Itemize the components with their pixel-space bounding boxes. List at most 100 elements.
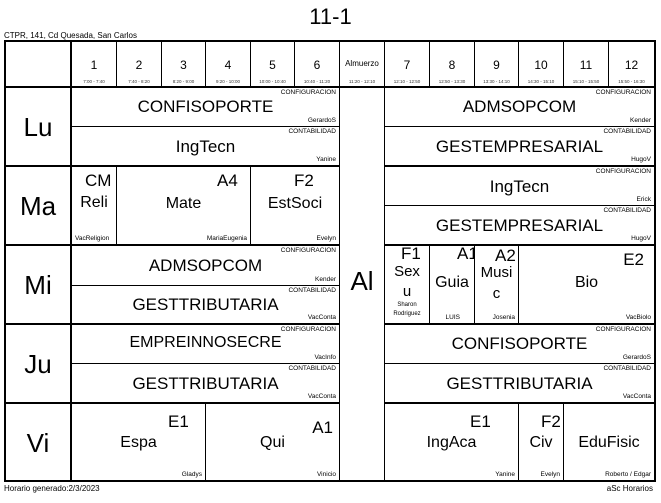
lesson-room: E2 bbox=[623, 250, 644, 269]
software-credit: aSc Horarios bbox=[606, 484, 653, 493]
period-time: 13:30 - 14:10 bbox=[483, 79, 510, 84]
lesson-group: CONTABILIDAD bbox=[288, 128, 336, 135]
lesson-teacher: VacBiolo bbox=[625, 314, 651, 321]
lesson-mi-3[interactable]: A2 Musi c Josenia bbox=[475, 246, 519, 325]
lesson-subject: GESTTRIBUTARIA bbox=[132, 374, 279, 393]
lesson-group: CONFIGURACION bbox=[280, 89, 336, 96]
period-number: 3 bbox=[180, 58, 187, 72]
lesson-teacher: Roberto / Edgar bbox=[605, 471, 651, 478]
lesson-teacher: VacInfo bbox=[314, 354, 336, 361]
lesson-subject: GESTEMPRESARIAL bbox=[435, 216, 604, 235]
lesson-teacher: Erick bbox=[636, 196, 651, 203]
lesson-group: CONTABILIDAD bbox=[603, 207, 651, 214]
period-header-1: 1 7:00 - 7:40 bbox=[72, 42, 117, 88]
period-header-2: 2 7:40 - 8:20 bbox=[117, 42, 162, 88]
lesson-teacher: GerardoS bbox=[307, 117, 336, 124]
lesson-vi-2[interactable]: A1 Qui Vinicio bbox=[206, 404, 340, 480]
lesson-teacher: VacConta bbox=[622, 393, 651, 400]
lesson-teacher: Josenia bbox=[492, 314, 515, 321]
lesson-subject: Espa bbox=[120, 434, 157, 451]
lesson-vi-3[interactable]: E1 IngAca Yanine bbox=[385, 404, 519, 480]
period-header-5: 5 10:00 - 10:40 bbox=[251, 42, 295, 88]
lesson-room: F2 bbox=[294, 171, 314, 190]
lesson-subject: Sex bbox=[394, 263, 420, 280]
lesson-vi-1[interactable]: E1 Espa Gladys bbox=[72, 404, 206, 480]
lesson-subject: Musi bbox=[480, 264, 513, 281]
lesson-room: CM bbox=[85, 171, 112, 190]
period-time: 12:50 - 13:30 bbox=[438, 79, 466, 84]
lesson-subject: EduFisic bbox=[578, 434, 640, 451]
period-header-11: 11 15:10 - 15:50 bbox=[564, 42, 609, 88]
lesson-ma-3[interactable]: F2 EstSoci Evelyn bbox=[251, 167, 340, 246]
period-number: 1 bbox=[90, 58, 98, 72]
lesson-lu-pm-1[interactable]: CONFIGURACION ADMSOPCOM Kender bbox=[385, 88, 654, 127]
lesson-vi-4[interactable]: F2 Civ Evelyn bbox=[519, 404, 564, 480]
lesson-ju-am-1[interactable]: CONFIGURACION EMPREINNOSECRE VacInfo bbox=[72, 325, 340, 364]
lunch-header: Almuerzo 11:20 - 12:10 bbox=[340, 42, 385, 88]
lesson-ma-1[interactable]: CM Reli VacReligion bbox=[72, 167, 117, 246]
generated-date: Horario generado:2/3/2023 bbox=[4, 484, 100, 493]
lesson-room: A1 bbox=[312, 418, 333, 437]
lesson-teacher: Yanine bbox=[316, 156, 336, 163]
period-header-10: 10 14:30 - 15:10 bbox=[519, 42, 564, 88]
lesson-mi-am-2[interactable]: CONTABILIDAD GESTTRIBUTARIA VacConta bbox=[72, 286, 340, 325]
day-wednesday: Mi bbox=[6, 246, 72, 325]
lesson-room: E1 bbox=[168, 412, 189, 431]
period-number: 9 bbox=[493, 58, 500, 72]
lesson-mi-1[interactable]: F1 Sex u Sharon Rodriguez bbox=[385, 246, 430, 325]
lesson-subject: GESTEMPRESARIAL bbox=[435, 137, 604, 156]
period-time: 12:10 - 12:50 bbox=[393, 79, 421, 84]
day-thursday: Ju bbox=[6, 325, 72, 404]
period-time: 15:10 - 15:50 bbox=[572, 79, 600, 84]
period-header-12: 12 15:50 - 16:30 bbox=[609, 42, 654, 88]
lesson-subject: GESTTRIBUTARIA bbox=[446, 374, 593, 393]
lesson-vi-5[interactable]: EduFisic Roberto / Edgar bbox=[564, 404, 654, 480]
lesson-teacher: VacConta bbox=[307, 314, 336, 321]
period-header-9: 9 13:30 - 14:10 bbox=[475, 42, 519, 88]
day-monday: Lu bbox=[6, 88, 72, 167]
lesson-teacher: Kender bbox=[315, 276, 336, 283]
lesson-lu-pm-2[interactable]: CONTABILIDAD GESTEMPRESARIAL HugoV bbox=[385, 127, 654, 167]
lesson-teacher: HugoV bbox=[631, 235, 651, 242]
lesson-ju-pm-1[interactable]: CONFIGURACION CONFISOPORTE GerardoS bbox=[385, 325, 654, 364]
period-number: 10 bbox=[534, 58, 548, 72]
lesson-group: CONFIGURACION bbox=[280, 326, 336, 333]
lesson-subject: Qui bbox=[260, 434, 285, 451]
lesson-ma-2[interactable]: A4 Mate MariaEugenia bbox=[117, 167, 251, 246]
lesson-teacher: VacReligion bbox=[75, 235, 110, 242]
lesson-subject: Guia bbox=[435, 274, 469, 291]
lesson-group: CONTABILIDAD bbox=[603, 128, 651, 135]
period-header-6: 6 10:40 - 11:20 bbox=[295, 42, 340, 88]
day-label: Mi bbox=[24, 270, 52, 300]
lesson-mi-am-1[interactable]: CONFIGURACION ADMSOPCOM Kender bbox=[72, 246, 340, 286]
lesson-ju-am-2[interactable]: CONTABILIDAD GESTTRIBUTARIA VacConta bbox=[72, 364, 340, 404]
lesson-lu-am-1[interactable]: CONFIGURACION CONFISOPORTE GerardoS bbox=[72, 88, 340, 127]
period-header-4: 4 9:20 - 10:00 bbox=[206, 42, 251, 88]
lesson-subject-cont: c bbox=[492, 285, 501, 302]
lesson-teacher: MariaEugenia bbox=[206, 235, 247, 242]
lesson-room: F2 bbox=[541, 412, 561, 431]
lesson-ma-pm-2[interactable]: CONTABILIDAD GESTEMPRESARIAL HugoV bbox=[385, 206, 654, 246]
period-header-3: 3 8:20 - 9:00 bbox=[162, 42, 206, 88]
lesson-ju-pm-2[interactable]: CONTABILIDAD GESTTRIBUTARIA VacConta bbox=[385, 364, 654, 404]
lesson-lu-am-2[interactable]: CONTABILIDAD IngTecn Yanine bbox=[72, 127, 340, 167]
timetable-title: 11-1 bbox=[309, 4, 352, 29]
lesson-ma-pm-1[interactable]: CONFIGURACION IngTecn Erick bbox=[385, 167, 654, 206]
lunch-label: Almuerzo bbox=[345, 59, 379, 68]
lesson-teacher: Kender bbox=[630, 117, 651, 124]
day-friday: Vi bbox=[6, 404, 72, 480]
period-time: 15:50 - 16:30 bbox=[618, 79, 645, 84]
school-name: CTPR, 141, Cd Quesada, San Carlos bbox=[4, 31, 137, 40]
lesson-subject: CONFISOPORTE bbox=[451, 334, 588, 353]
period-time: 10:00 - 10:40 bbox=[259, 79, 286, 84]
lesson-teacher: LUIS bbox=[445, 314, 460, 321]
corner-cell bbox=[6, 42, 72, 88]
lesson-group: CONFIGURACION bbox=[280, 247, 336, 254]
lesson-teacher: HugoV bbox=[631, 156, 651, 163]
lesson-subject: Mate bbox=[165, 195, 202, 212]
lesson-subject: ADMSOPCOM bbox=[462, 97, 577, 116]
lunch-time: 11:20 - 12:10 bbox=[348, 79, 376, 84]
lesson-mi-4[interactable]: E2 Bio VacBiolo bbox=[519, 246, 654, 325]
lesson-mi-2[interactable]: A1 Guia LUIS bbox=[430, 246, 475, 325]
period-number: 4 bbox=[224, 58, 232, 72]
